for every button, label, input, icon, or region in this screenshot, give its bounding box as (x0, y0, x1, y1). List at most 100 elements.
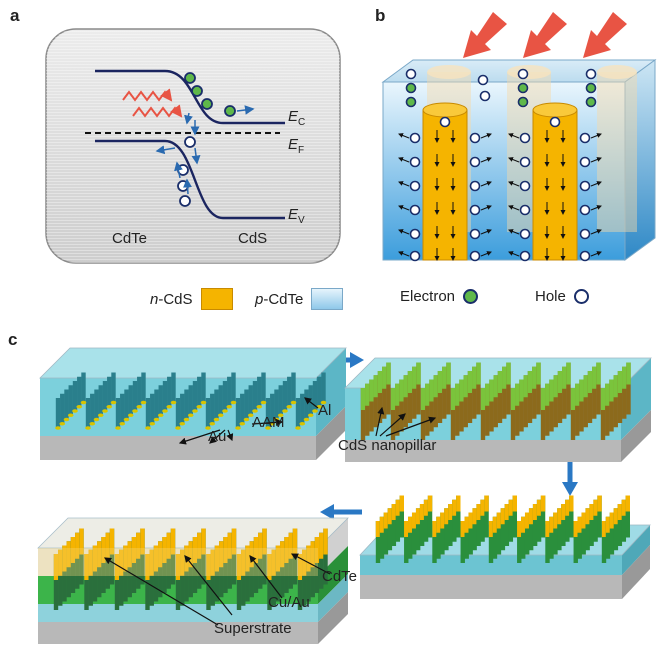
nanopillar (423, 499, 429, 542)
nanopillar (519, 379, 524, 432)
nanopillar (502, 366, 507, 419)
hole-icon (184, 136, 196, 148)
nanopillar (365, 383, 370, 436)
nanopillar (532, 366, 537, 419)
hole-icon (179, 195, 191, 207)
nanopillar (484, 495, 489, 538)
nanopillar (252, 381, 258, 413)
nanopillar (145, 398, 151, 430)
nanopillar (419, 504, 425, 546)
nanopillar (101, 537, 106, 593)
nanopillar (456, 495, 461, 538)
nanopillar (613, 508, 619, 551)
nanopillar (197, 532, 202, 589)
nanopillar (496, 512, 502, 555)
nanopillar (206, 554, 211, 610)
hole-icon (405, 68, 417, 80)
nanopillar (66, 541, 71, 598)
nanopillar (119, 549, 124, 606)
nanopillar (226, 376, 233, 409)
nanopillar (180, 549, 185, 606)
nanopillar (227, 532, 232, 589)
nanopillar (553, 512, 558, 555)
nanopillar (476, 504, 481, 546)
nanopillar (92, 545, 98, 602)
nanopillar (532, 504, 538, 546)
nanopillar (369, 379, 374, 432)
nanopillar (170, 372, 177, 405)
label-al: Al (318, 402, 332, 419)
nanopillar (271, 549, 276, 606)
nanopillar (140, 528, 145, 585)
nanopillar (579, 379, 584, 432)
nanopillar (553, 375, 558, 428)
hole-icon (579, 180, 591, 192)
nanopillar (127, 541, 132, 598)
nanopillar (179, 393, 186, 426)
electron-icon (405, 82, 417, 94)
electron-icon (184, 72, 196, 84)
process-arrow-down (562, 458, 578, 496)
nanopillar (297, 554, 303, 610)
hole-icon (469, 228, 481, 240)
nanopillar (67, 385, 74, 418)
nanopillar (601, 521, 607, 563)
nanopillar (382, 366, 387, 419)
nanopillar (561, 504, 566, 546)
nanopillar (256, 376, 263, 409)
nanopillar (387, 508, 393, 551)
nanopillar (617, 504, 623, 546)
nanopillar (549, 379, 554, 432)
nanopillar (109, 528, 115, 585)
nanopillar (452, 499, 457, 542)
nanopillar (303, 389, 310, 422)
nanopillar (162, 537, 167, 593)
process-arrow-left (320, 504, 362, 520)
nanopillar (187, 385, 194, 418)
electron-icon (191, 85, 203, 97)
hole-icon (469, 132, 481, 144)
nanopillar (562, 366, 567, 419)
nanopillar (583, 375, 588, 428)
nanopillar (127, 385, 134, 418)
nanopillar (536, 362, 541, 415)
hole-icon (519, 250, 531, 262)
nanopillar (497, 371, 503, 423)
nanopillar (521, 516, 526, 559)
nanopillar (231, 528, 237, 585)
hole-icon (469, 180, 481, 192)
hole-icon (409, 132, 421, 144)
nanopillar (540, 388, 546, 440)
nanopillar (566, 362, 571, 415)
nanopillar (192, 537, 198, 593)
label-au: Au (208, 428, 227, 445)
legend-hole: Hole (535, 288, 589, 305)
nanopillar (408, 516, 413, 559)
nanopillar (295, 398, 301, 430)
nanopillar (236, 554, 242, 610)
nanopillar (565, 499, 570, 542)
nanopillar (243, 389, 250, 422)
nanopillar (75, 532, 80, 589)
nanopillar (166, 532, 171, 589)
nanopillar (175, 554, 181, 610)
nanopillar (140, 372, 147, 405)
nanopillar (123, 389, 130, 422)
slab-cds-grown (344, 357, 652, 462)
hole-icon (549, 116, 561, 128)
nanopillar (472, 366, 477, 419)
nanopillar (427, 495, 433, 538)
nanopillar (459, 379, 464, 432)
nanopillar (275, 545, 281, 602)
nanopillar (597, 495, 602, 538)
nanopillar (373, 375, 378, 428)
nanopillar (131, 537, 137, 593)
label-superstrate: Superstrate (214, 620, 292, 637)
cdte-label: CdTe (112, 230, 148, 247)
nanopillar (230, 372, 237, 405)
nanopillar (508, 499, 514, 542)
nanopillar (485, 383, 490, 436)
nanopillar (493, 375, 498, 428)
nanopillar (260, 372, 267, 405)
nanopillar (136, 376, 143, 409)
